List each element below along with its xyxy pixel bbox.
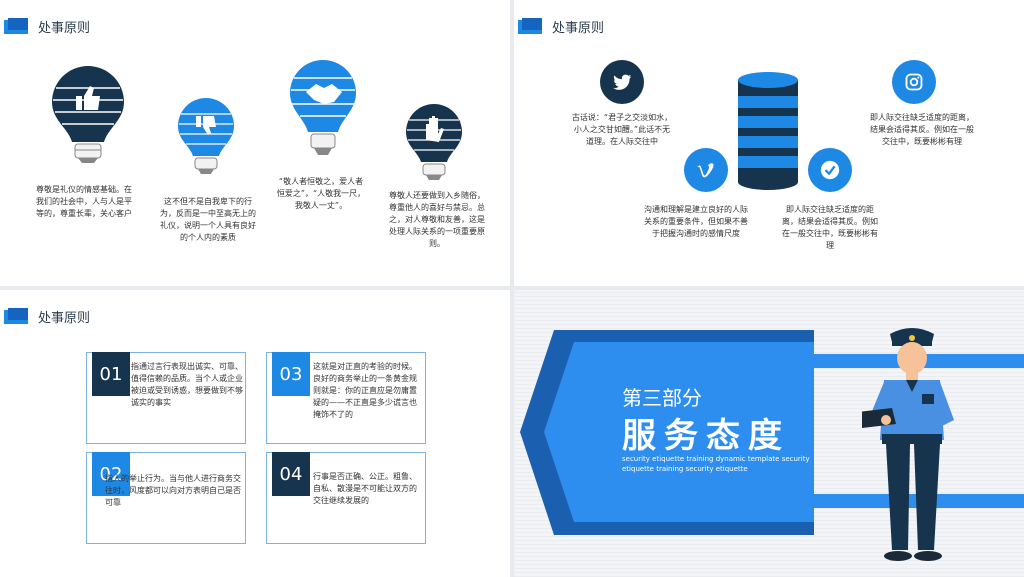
card-text: 这就是对正直的考验的时候。良好的商务举止的一条黄金规则就是：你的正直应是勿庸置疑… — [313, 362, 417, 419]
principle-text-3: “敬人者恒敬之，爱人者恒爱之”，“人敬我一尺，我敬人一丈”。 — [276, 177, 366, 210]
principle-text-2: 这不但不是自我卑下的行为，反而是一中至高无上的礼仪，说明一个人具有良好的个人内的… — [160, 197, 256, 242]
card-text: 指人的举止行为。当与他人进行商务交往时，风度都可以向对方表明自己是否可靠 — [105, 474, 241, 507]
card-number: 03 — [272, 352, 310, 396]
slide-1[interactable]: 处事原则 尊敬是礼仪的情感基础。在我们的社会中，人与人是平等的，尊重长辈，关心客… — [0, 0, 510, 286]
card-text: 行事是否正确、公正。粗鲁、自私、散漫是不可能让双方的交往继续发展的 — [313, 472, 417, 505]
quote-text-br: 即人际交往缺乏适度的距离，结果会适得其反。例如在一般交往中，既要彬彬有理 — [782, 205, 878, 250]
slide-3[interactable]: 处事原则 01 指通过言行表现出诚实、可靠、值得信赖的品质。当个人或企业被迫或受… — [0, 290, 510, 577]
folder-icon — [518, 18, 542, 34]
lightbulb-icon — [52, 66, 124, 163]
lightbulb-icon — [406, 104, 462, 180]
principle-text-4: 尊敬人还要做到入乡随俗，尊重他人的喜好与禁忌。总之，对人尊敬和友善，这是处理人际… — [389, 191, 485, 248]
thumbs-down-icon — [196, 116, 216, 135]
principle-card-02: 02 指人的举止行为。当与他人进行商务交往时，风度都可以向对方表明自己是否可靠 — [86, 452, 246, 544]
card-number: 04 — [272, 452, 310, 496]
quote-text-bl: 沟通和理解是建立良好的人际关系的重要条件，但如果不善于把握沟通时的感情尺度 — [644, 205, 748, 238]
database-icon — [738, 72, 798, 190]
section-english-text: security etiquette training dynamic temp… — [622, 455, 810, 473]
vimeo-circle — [684, 148, 728, 192]
slide-title: 处事原则 — [552, 21, 605, 36]
section-title: 服务态度 — [622, 416, 790, 456]
check-circle — [808, 148, 852, 192]
check-icon — [820, 160, 840, 180]
folder-icon — [4, 18, 28, 34]
slide-2[interactable]: 处事原则 古话说：“君子之交淡如水，小人之交甘如醴。”此话不无道理。在人际交往中… — [514, 0, 1024, 286]
instagram-icon — [905, 73, 923, 91]
security-guard-illustration — [862, 328, 954, 561]
twitter-circle — [600, 60, 644, 104]
principle-card-04: 04 行事是否正确、公正。粗鲁、自私、散漫是不可能让双方的交往继续发展的 — [266, 452, 426, 544]
section-subtitle: 第三部分 — [622, 386, 702, 410]
slide-title: 处事原则 — [38, 21, 91, 36]
quote-text-tl: 古话说：“君子之交淡如水，小人之交甘如醴。”此话不无道理。在人际交往中 — [571, 113, 673, 146]
slide-4[interactable]: 第三部分 服务态度 security etiquette training dy… — [514, 290, 1024, 577]
card-text: 指通过言行表现出诚实、可靠、值得信赖的品质。当个人或企业被迫或受到诱惑，想要做到… — [131, 362, 243, 407]
principle-text-1: 尊敬是礼仪的情感基础。在我们的社会中，人与人是平等的，尊重长辈，关心客户 — [36, 185, 132, 218]
twitter-icon — [613, 74, 632, 90]
card-number: 02 — [92, 452, 130, 496]
vimeo-icon — [697, 163, 714, 178]
section-banner — [520, 330, 1024, 535]
lightbulb-icon — [178, 98, 234, 174]
handshake-icon — [306, 84, 342, 104]
thumbs-up-icon — [76, 86, 100, 110]
palm-icon — [426, 116, 444, 142]
instagram-circle — [892, 60, 936, 104]
principle-card-03: 03 这就是对正直的考验的时候。良好的商务举止的一条黄金规则就是：你的正直应是勿… — [266, 352, 426, 444]
quote-text-tr: 即人际交往缺乏适度的距离，结果会适得其反。例如在一般交往中，既要彬彬有理 — [870, 113, 974, 146]
card-number: 01 — [92, 352, 130, 396]
slide-title: 处事原则 — [38, 311, 91, 326]
principle-card-01: 01 指通过言行表现出诚实、可靠、值得信赖的品质。当个人或企业被迫或受到诱惑，想… — [86, 352, 246, 444]
folder-icon — [4, 308, 28, 324]
lightbulb-icon — [290, 60, 356, 155]
